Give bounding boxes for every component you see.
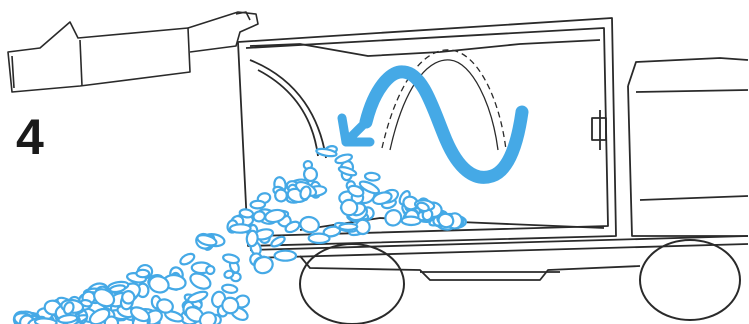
gravel-stone bbox=[341, 199, 358, 215]
truck-cab bbox=[628, 58, 748, 236]
discharge-chute bbox=[8, 12, 258, 92]
gravel-stone bbox=[122, 290, 135, 304]
gravel-stone bbox=[383, 207, 404, 228]
gravel-stone bbox=[270, 235, 286, 248]
gravel-stone bbox=[187, 290, 209, 305]
gravel-stone bbox=[365, 172, 380, 181]
gravel-stone bbox=[275, 251, 296, 261]
gravel-pile bbox=[11, 145, 466, 324]
front-wheel bbox=[640, 240, 740, 320]
gravel-stone bbox=[402, 216, 421, 225]
gravel-stone bbox=[274, 189, 288, 203]
gravel-stone bbox=[222, 253, 239, 264]
gravel-stone bbox=[222, 284, 238, 294]
wheels bbox=[300, 240, 740, 324]
step-number: 4 bbox=[16, 112, 44, 162]
gravel-stone bbox=[251, 201, 266, 209]
gravel-stone bbox=[230, 224, 251, 233]
gravel-stone bbox=[339, 224, 357, 231]
gravel-stone bbox=[136, 270, 149, 278]
gravel-stone bbox=[299, 215, 320, 234]
sine-wave-arrow-icon bbox=[342, 72, 522, 178]
gravel-stone bbox=[309, 233, 330, 243]
gravel-stone bbox=[246, 230, 258, 246]
